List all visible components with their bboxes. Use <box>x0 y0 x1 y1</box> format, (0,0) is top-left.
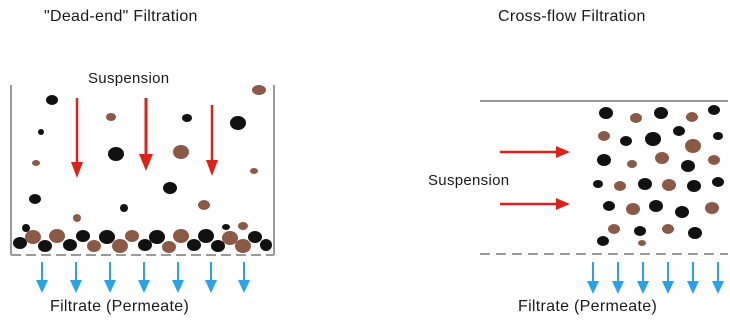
cross-flow-particles <box>593 105 724 246</box>
dead-end-suspension-label: Suspension <box>88 70 170 87</box>
dead-end-filter-cake <box>13 222 272 253</box>
dead-end-vessel <box>10 85 275 256</box>
dead-end-title: "Dead-end" Filtration <box>44 8 198 25</box>
dead-end-floating-particles <box>29 85 266 222</box>
dead-end-suspension-arrows <box>71 98 218 178</box>
cross-flow-filtrate-arrows <box>587 262 724 294</box>
cross-flow-title: Cross-flow Filtration <box>498 8 646 25</box>
dead-end-filtrate-arrows <box>36 262 250 293</box>
cross-flow-suspension-arrows <box>500 146 570 210</box>
dead-end-filtrate-label: Filtrate (Permeate) <box>50 298 190 315</box>
cross-flow-channel <box>480 100 728 255</box>
cross-flow-suspension-label: Suspension <box>428 172 510 189</box>
cross-flow-filtrate-label: Filtrate (Permeate) <box>518 298 658 315</box>
